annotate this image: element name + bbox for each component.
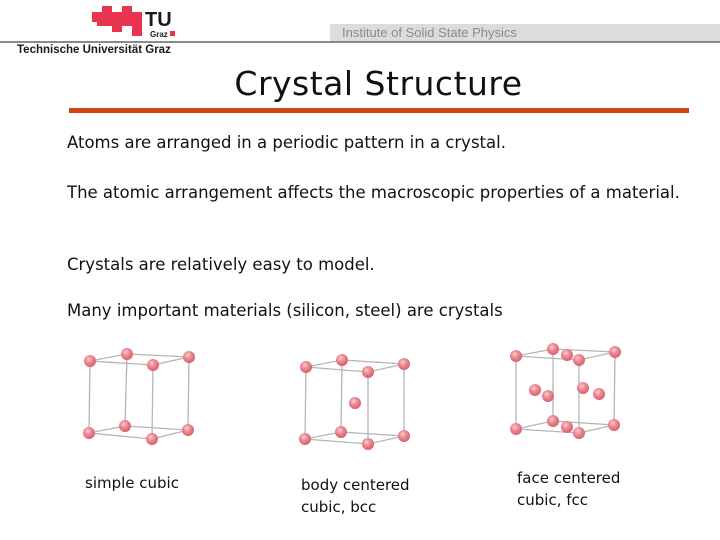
tu-graz-logo-icon: TU Graz xyxy=(92,6,175,39)
fcc-diagram xyxy=(510,343,621,439)
bullet-3: Crystals are relatively easy to model. xyxy=(67,255,375,274)
bullet-4: Many important materials (silicon, steel… xyxy=(67,301,503,320)
svg-text:Graz: Graz xyxy=(150,30,168,39)
title-underline xyxy=(69,108,689,113)
bullet-2: The atomic arrangement affects the macro… xyxy=(67,183,680,202)
svg-text:TU: TU xyxy=(145,9,172,31)
bcc-diagram xyxy=(299,354,410,450)
institute-name: Institute of Solid State Physics xyxy=(342,25,517,40)
header-divider xyxy=(0,41,720,43)
institute-bar: Institute of Solid State Physics xyxy=(330,24,720,42)
caption-fcc: face centered cubic, fcc xyxy=(517,469,621,509)
bullet-1: Atoms are arranged in a periodic pattern… xyxy=(67,133,506,152)
university-name: Technische Universität Graz xyxy=(17,44,171,56)
slide-title: Crystal Structure xyxy=(234,64,523,103)
caption-bcc: body centered cubic, bcc xyxy=(301,476,410,516)
caption-simple-cubic: simple cubic xyxy=(85,474,179,492)
simple-cubic-diagram xyxy=(83,348,195,445)
